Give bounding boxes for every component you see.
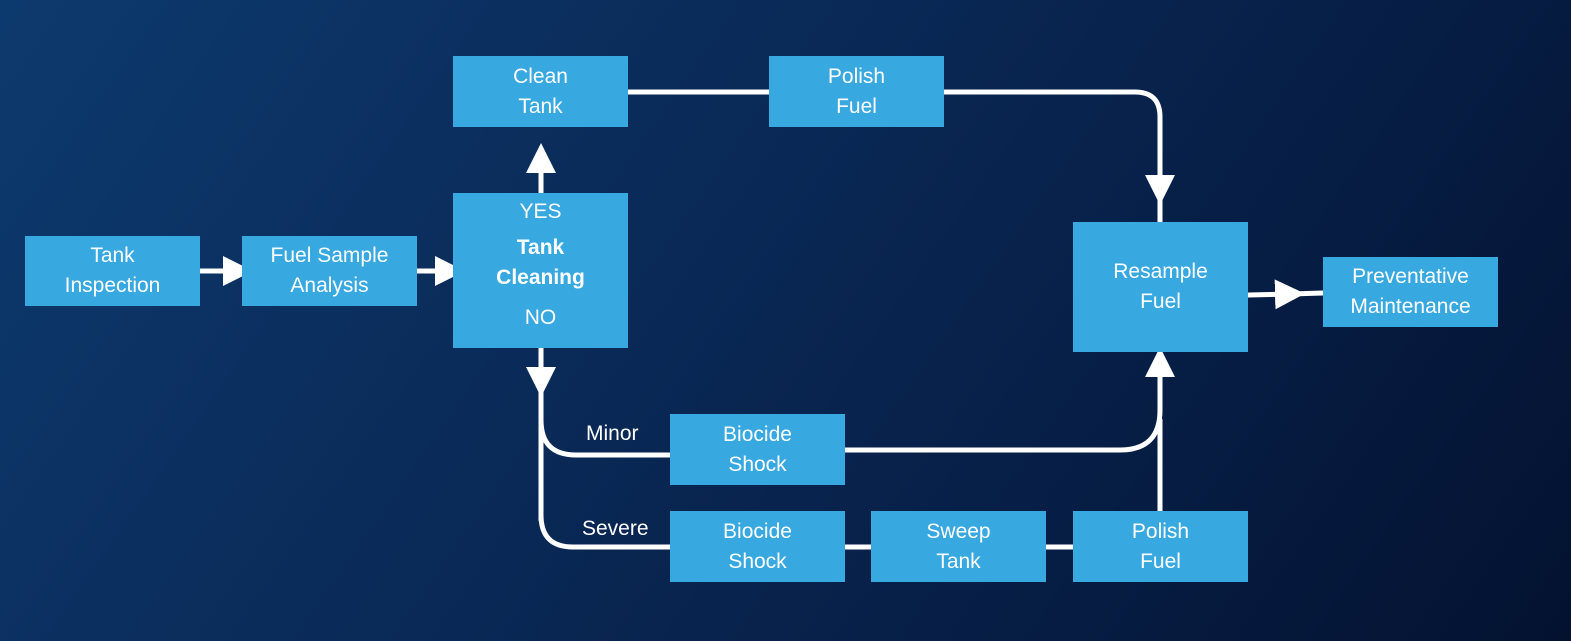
node-label-line: Tank — [936, 549, 981, 573]
node-clean-tank: Clean Tank — [453, 56, 628, 127]
node-decision-tank-cleaning: YES Tank Cleaning NO — [453, 193, 628, 348]
node-label-line: Tank — [90, 244, 135, 267]
node-fuel-sample-analysis: Fuel Sample Analysis — [242, 236, 417, 306]
node-label-line: Biocide — [723, 422, 792, 446]
node-label-line: Polish — [1131, 519, 1190, 543]
node-label-line: Fuel — [836, 94, 877, 118]
node-biocide-shock-minor: Biocide Shock — [670, 414, 845, 485]
decision-yes-label: YES — [519, 200, 562, 223]
node-label-line: Resample — [1113, 260, 1208, 283]
node-label-line: Sweep — [926, 519, 991, 543]
node-label-line: Clean — [513, 64, 568, 88]
node-label-line: Inspection — [64, 274, 161, 297]
node-polish-fuel-bottom: Polish Fuel — [1073, 511, 1248, 582]
node-label-line: Shock — [728, 452, 787, 476]
node-label-line: Fuel — [1140, 290, 1181, 313]
decision-title-line: Tank — [516, 236, 565, 259]
node-resample-fuel: Resample Fuel — [1073, 222, 1248, 352]
edge-minor-to-resample — [842, 347, 1175, 453]
node-label-line: Biocide — [723, 519, 792, 543]
node-tank-inspection: Tank Inspection — [25, 236, 200, 306]
edge-label-severe: Severe — [582, 517, 649, 540]
node-label-line: Maintenance — [1350, 295, 1471, 318]
node-label-line: Fuel — [1140, 549, 1181, 573]
node-biocide-shock-severe: Biocide Shock — [670, 511, 845, 582]
node-label-line: Fuel Sample — [270, 244, 389, 267]
edge-resample-to-maintenance-tail — [1287, 290, 1326, 297]
edge-label-minor: Minor — [586, 422, 639, 445]
edge-resample-to-maintenance — [1245, 279, 1305, 310]
node-label-line: Preventative — [1352, 265, 1469, 288]
edge-minor-branch — [538, 417, 673, 458]
node-label-line: Analysis — [290, 274, 369, 297]
node-polish-fuel-top: Polish Fuel — [769, 56, 944, 127]
edge-polish-to-resample — [941, 89, 1175, 205]
node-label-line: Tank — [518, 94, 563, 118]
node-label-line: Shock — [728, 549, 787, 573]
node-label-line: Polish — [827, 64, 886, 88]
decision-title-line: Cleaning — [496, 266, 585, 289]
decision-no-label: NO — [524, 306, 557, 329]
node-preventative-maintenance: Preventative Maintenance — [1323, 257, 1498, 327]
edge-severe-branch — [538, 512, 673, 550]
node-sweep-tank: Sweep Tank — [871, 511, 1046, 582]
